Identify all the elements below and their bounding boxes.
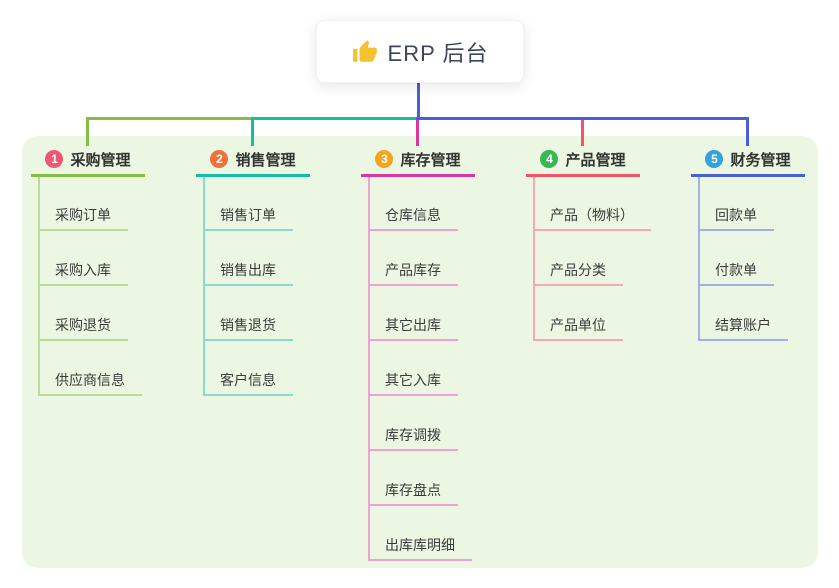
sub-item-node[interactable]: 采购订单 [55, 207, 111, 223]
sub-item-underline [698, 229, 774, 231]
sub-connector-line [533, 177, 535, 341]
sub-item-node[interactable]: 库存调拨 [385, 427, 441, 443]
branch-label: 销售管理 [235, 151, 296, 169]
sub-item-node[interactable]: 产品（物料） [550, 207, 634, 223]
sub-item-underline [38, 229, 128, 231]
branch-node-财务管理[interactable]: 5 财务管理 [658, 148, 838, 170]
sub-item-node[interactable]: 仓库信息 [385, 207, 441, 223]
sub-item-node[interactable]: 客户信息 [220, 372, 276, 388]
sub-item-node[interactable]: 销售退货 [220, 317, 276, 333]
sub-item-node[interactable]: 产品库存 [385, 262, 441, 278]
number-badge-icon: 4 [540, 150, 559, 168]
number-badge-icon: 5 [705, 150, 724, 168]
sub-item-underline [368, 339, 458, 341]
branch-node-产品管理[interactable]: 4 产品管理 [493, 148, 673, 170]
bus-segment-blue [416, 117, 749, 120]
thumbs-up-icon [352, 39, 377, 62]
branch-node-库存管理[interactable]: 3 库存管理 [328, 148, 508, 170]
sub-item-underline [203, 229, 293, 231]
root-node-label: ERP 后台 [387, 40, 489, 66]
sub-item-node[interactable]: 采购入库 [55, 262, 111, 278]
branch-drop-line [416, 117, 419, 146]
branch-underline [361, 174, 475, 177]
sub-item-underline [533, 284, 623, 286]
sub-connector-line [203, 177, 205, 396]
branch-node-采购管理[interactable]: 1 采购管理 [0, 148, 178, 170]
sub-item-underline [698, 284, 774, 286]
sub-item-underline [203, 339, 293, 341]
branch-underline [31, 174, 145, 177]
sub-connector-line [368, 177, 370, 561]
sub-item-node[interactable]: 其它入库 [385, 372, 441, 388]
sub-item-node[interactable]: 销售出库 [220, 262, 276, 278]
root-connector-line [417, 83, 420, 120]
sub-item-node[interactable]: 采购退货 [55, 317, 111, 333]
sub-item-node[interactable]: 其它出库 [385, 317, 441, 333]
root-node[interactable]: ERP 后台 [316, 20, 524, 83]
sub-connector-line [38, 177, 40, 396]
bus-segment-green [86, 117, 253, 120]
sub-item-underline [533, 339, 623, 341]
sub-item-node[interactable]: 供应商信息 [55, 372, 125, 388]
sub-item-underline [698, 339, 788, 341]
branch-label: 库存管理 [400, 151, 461, 169]
sub-item-node[interactable]: 库存盘点 [385, 482, 441, 498]
sub-connector-line [698, 177, 700, 341]
branch-drop-line [86, 117, 89, 146]
branch-label: 采购管理 [70, 151, 131, 169]
sub-item-node[interactable]: 出库库明细 [385, 537, 455, 553]
branch-label: 产品管理 [565, 151, 626, 169]
sub-item-underline [368, 394, 458, 396]
sub-item-node[interactable]: 产品分类 [550, 262, 606, 278]
sub-item-node[interactable]: 产品单位 [550, 317, 606, 333]
branch-underline [196, 174, 310, 177]
bus-segment-teal [251, 117, 418, 120]
sub-item-node[interactable]: 销售订单 [220, 207, 276, 223]
branch-drop-line [746, 117, 749, 146]
sub-item-underline [38, 284, 128, 286]
sub-item-node[interactable]: 结算账户 [715, 317, 771, 333]
sub-item-node[interactable]: 回款单 [715, 207, 757, 223]
sub-item-underline [203, 394, 293, 396]
sub-item-underline [368, 504, 458, 506]
sub-item-underline [368, 559, 472, 561]
sub-item-underline [368, 449, 458, 451]
branch-drop-line [251, 117, 254, 146]
sub-item-node[interactable]: 付款单 [715, 262, 757, 278]
branch-label: 财务管理 [730, 151, 791, 169]
sub-item-underline [368, 229, 458, 231]
branches-background-panel [22, 136, 818, 568]
branch-underline [526, 174, 640, 177]
branch-underline [691, 174, 805, 177]
number-badge-icon: 3 [375, 150, 394, 168]
sub-item-underline [533, 229, 651, 231]
branch-node-销售管理[interactable]: 2 销售管理 [163, 148, 343, 170]
sub-item-underline [203, 284, 293, 286]
number-badge-icon: 1 [45, 150, 64, 168]
branch-drop-line [581, 117, 584, 146]
sub-item-underline [38, 339, 128, 341]
sub-item-underline [38, 394, 142, 396]
number-badge-icon: 2 [210, 150, 229, 168]
sub-item-underline [368, 284, 458, 286]
